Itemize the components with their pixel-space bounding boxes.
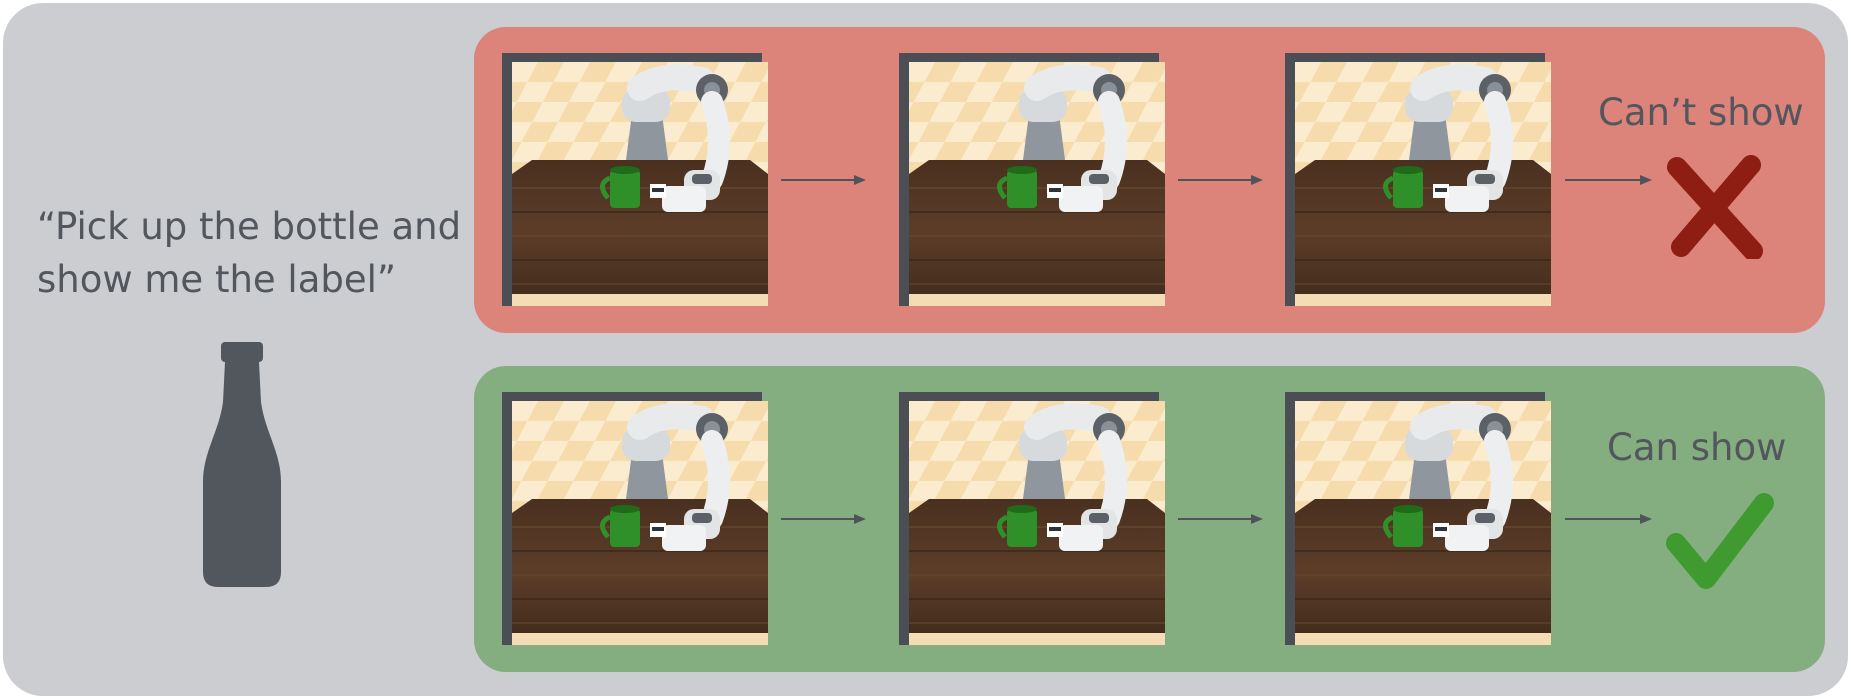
arrow-right-icon (1565, 513, 1652, 525)
outcome-label-fail: Can’t show (1598, 91, 1804, 134)
failure-row: Can’t show (474, 27, 1825, 333)
frame-3 (1285, 392, 1551, 645)
instruction-line-2: show me the label” (37, 258, 397, 301)
success-row: Can show (474, 366, 1825, 672)
arrow-right-icon (1178, 513, 1263, 525)
frame-1 (502, 53, 768, 306)
bottle-icon (203, 342, 281, 587)
frame-border-left (899, 53, 909, 306)
outcome-label-success: Can show (1607, 426, 1787, 469)
frame-2 (899, 392, 1165, 645)
frame-3 (1285, 53, 1551, 306)
robot-scene-image (909, 401, 1165, 645)
frame-border-top (502, 53, 762, 62)
frame-border-left (502, 53, 512, 306)
robot-scene-image (1295, 62, 1551, 306)
arrow-right-icon (781, 174, 866, 186)
frame-border-top (899, 53, 1159, 62)
frame-border-top (1285, 392, 1545, 401)
robot-scene-image (1295, 401, 1551, 645)
arrow-right-icon (1178, 174, 1263, 186)
frame-1 (502, 392, 768, 645)
instruction-text: “Pick up the bottle and show me the labe… (37, 200, 477, 306)
frame-border-left (899, 392, 909, 645)
frame-border-top (899, 392, 1159, 401)
green-checkmark-icon (1666, 493, 1774, 591)
robot-scene-image (512, 401, 768, 645)
frame-border-left (502, 392, 512, 645)
robot-scene-image (909, 62, 1165, 306)
frame-border-left (1285, 392, 1295, 645)
red-x-icon (1667, 155, 1763, 261)
arrow-right-icon (781, 513, 866, 525)
arrow-right-icon (1565, 174, 1652, 186)
frame-border-left (1285, 53, 1295, 306)
robot-scene-image (512, 62, 768, 306)
frame-2 (899, 53, 1165, 306)
frame-border-top (1285, 53, 1545, 62)
instruction-line-1: “Pick up the bottle and (37, 205, 462, 248)
frame-border-top (502, 392, 762, 401)
